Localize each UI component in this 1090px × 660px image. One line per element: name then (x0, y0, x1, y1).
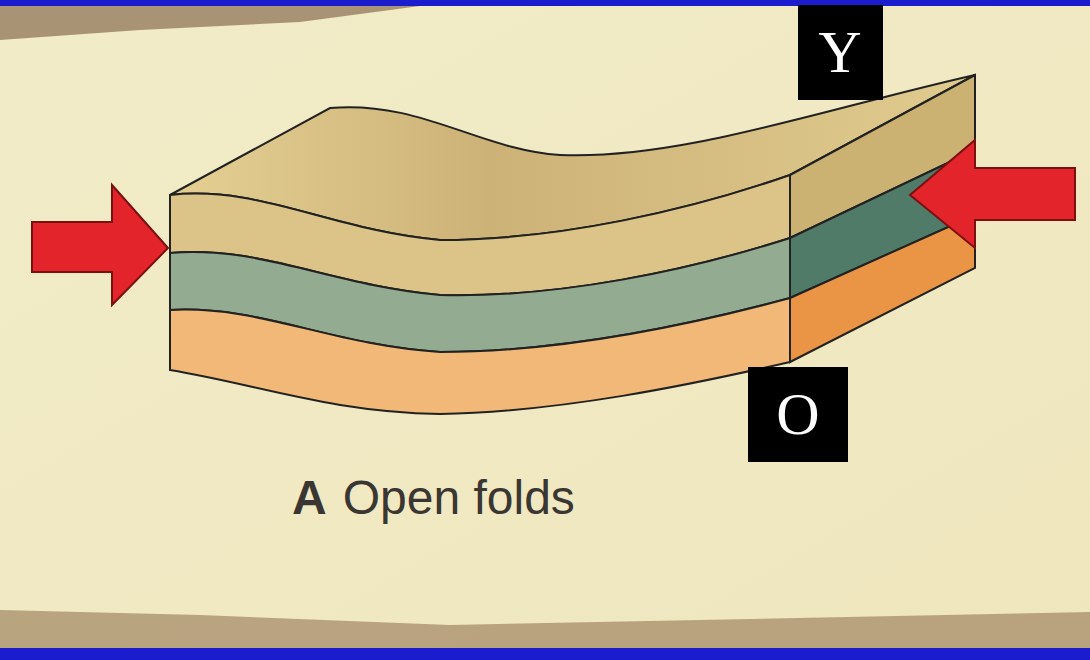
old-layer-side (790, 215, 975, 362)
paper-shadow (0, 6, 420, 40)
compression-arrow (32, 185, 168, 305)
layer-label-box: O (748, 367, 848, 462)
figure-letter: A (292, 472, 327, 525)
old-layer (170, 298, 790, 414)
age-letter: O (776, 384, 819, 444)
age-letter: Y (818, 22, 861, 82)
paper (0, 6, 1090, 648)
paper-shadow (0, 610, 1090, 648)
figure-caption: A Open folds (292, 472, 575, 525)
caption-text: Open folds (343, 472, 575, 525)
compression-arrow (910, 140, 1075, 248)
layer-label-box: Y (798, 5, 883, 100)
